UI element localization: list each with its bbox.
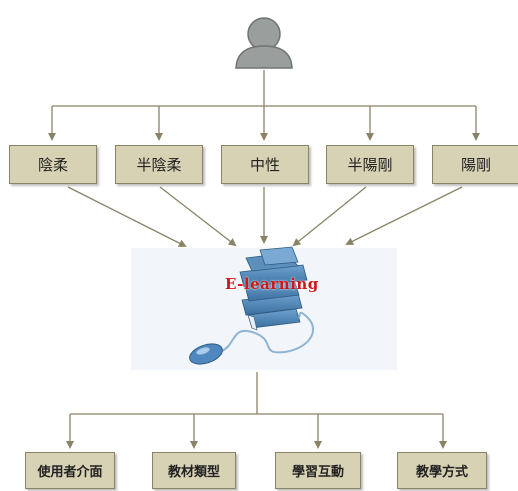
top-box-3: 中性	[221, 145, 309, 184]
top-box-4: 半陽剛	[326, 145, 414, 184]
bottom-box-1: 使用者介面	[25, 452, 115, 489]
user-icon	[235, 17, 293, 69]
mouse-cable	[221, 311, 314, 354]
bottom-box-2: 教材類型	[152, 452, 236, 489]
center-label: E-learning	[225, 275, 319, 293]
books-mouse-icon	[131, 246, 397, 370]
bottom-box-3: 學習互動	[275, 452, 361, 489]
converging-arrows	[67, 186, 463, 247]
book-stack	[239, 246, 308, 331]
bottom-connector	[66, 372, 447, 449]
mouse-icon	[189, 343, 223, 365]
top-box-2: 半陰柔	[115, 145, 203, 184]
top-box-1: 陰柔	[9, 145, 97, 184]
bottom-box-4: 教學方式	[397, 452, 487, 489]
top-box-5: 陽剛	[432, 145, 518, 184]
top-connector	[48, 70, 480, 141]
